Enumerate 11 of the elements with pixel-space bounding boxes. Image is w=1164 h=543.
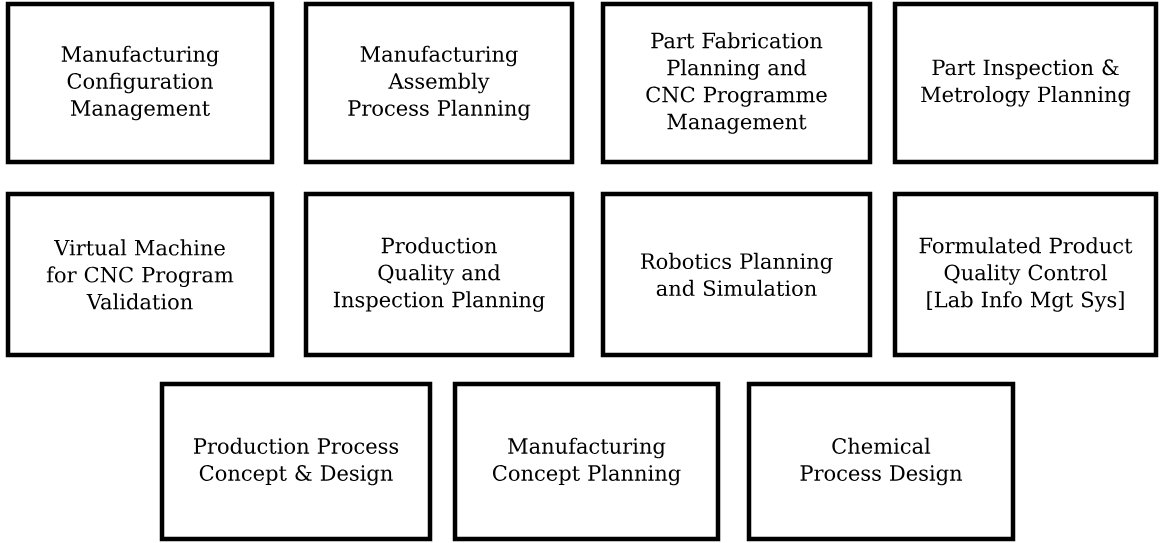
- process-box: Part Fabrication Planning and CNC Programme Management: [600, 1, 873, 165]
- process-box: Manufacturing Assembly Process Planning: [303, 1, 575, 165]
- process-box: Manufacturing Concept Planning: [452, 381, 721, 542]
- process-box: Production Process Concept & Design: [159, 381, 433, 542]
- process-box: Manufacturing Configuration Management: [5, 1, 275, 165]
- process-box: Formulated Product Quality Control [Lab Info Mgt Sys]: [892, 191, 1159, 358]
- process-box: Part Inspection & Metrology Planning: [892, 1, 1159, 165]
- process-box: Virtual Machine for CNC Program Validation: [5, 191, 275, 358]
- process-box: Robotics Planning and Simulation: [600, 191, 873, 358]
- process-box: Chemical Process Design: [746, 381, 1016, 542]
- process-box: Production Quality and Inspection Planning: [303, 191, 575, 358]
